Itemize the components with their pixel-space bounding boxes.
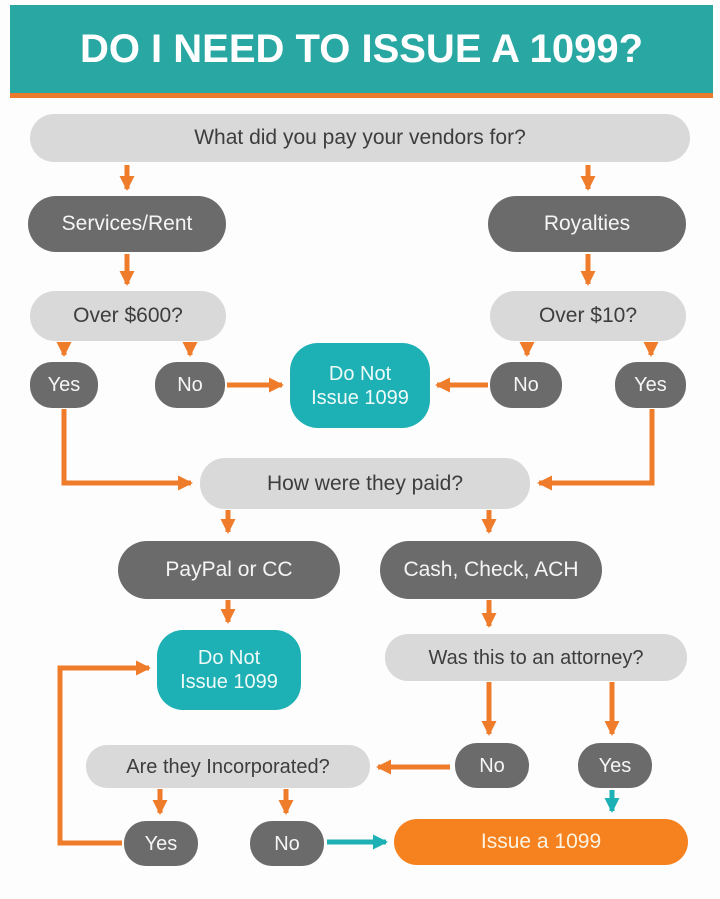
node-incorporated: Are they Incorporated? bbox=[86, 745, 370, 788]
node-yes-right: Yes bbox=[615, 362, 686, 408]
node-yes-incorporated: Yes bbox=[124, 821, 198, 866]
node-do-not-issue-2-line1: Do Not bbox=[197, 647, 261, 669]
node-how-paid: How were they paid? bbox=[200, 458, 530, 509]
node-do-not-issue-2: Do Not Issue 1099 bbox=[157, 630, 301, 710]
node-royalties: Royalties bbox=[488, 196, 686, 252]
node-over-10: Over $10? bbox=[490, 291, 686, 341]
node-what-paid: What did you pay your vendors for? bbox=[30, 114, 690, 162]
header-underline bbox=[10, 93, 713, 98]
node-do-not-issue-1: Do Not Issue 1099 bbox=[290, 343, 430, 428]
page-title: DO I NEED TO ISSUE A 1099? bbox=[79, 26, 644, 71]
node-no-attorney: No bbox=[455, 743, 529, 788]
header-banner: DO I NEED TO ISSUE A 1099? bbox=[10, 5, 713, 93]
node-over-600: Over $600? bbox=[30, 291, 226, 341]
node-no-right: No bbox=[490, 362, 562, 408]
node-no-incorporated: No bbox=[250, 821, 324, 866]
node-do-not-issue-2-line2: Issue 1099 bbox=[180, 671, 278, 693]
node-issue-1099: Issue a 1099 bbox=[394, 819, 688, 865]
node-do-not-issue-1-line1: Do Not bbox=[328, 362, 392, 385]
node-cash-check-ach: Cash, Check, ACH bbox=[380, 541, 602, 599]
node-yes-attorney: Yes bbox=[578, 743, 652, 788]
node-no-left: No bbox=[155, 362, 225, 408]
node-services-rent: Services/Rent bbox=[28, 196, 226, 252]
node-do-not-issue-1-line2: Issue 1099 bbox=[311, 386, 409, 409]
node-paypal-cc: PayPal or CC bbox=[118, 541, 340, 599]
node-yes-left: Yes bbox=[30, 362, 98, 408]
node-attorney: Was this to an attorney? bbox=[385, 634, 687, 681]
